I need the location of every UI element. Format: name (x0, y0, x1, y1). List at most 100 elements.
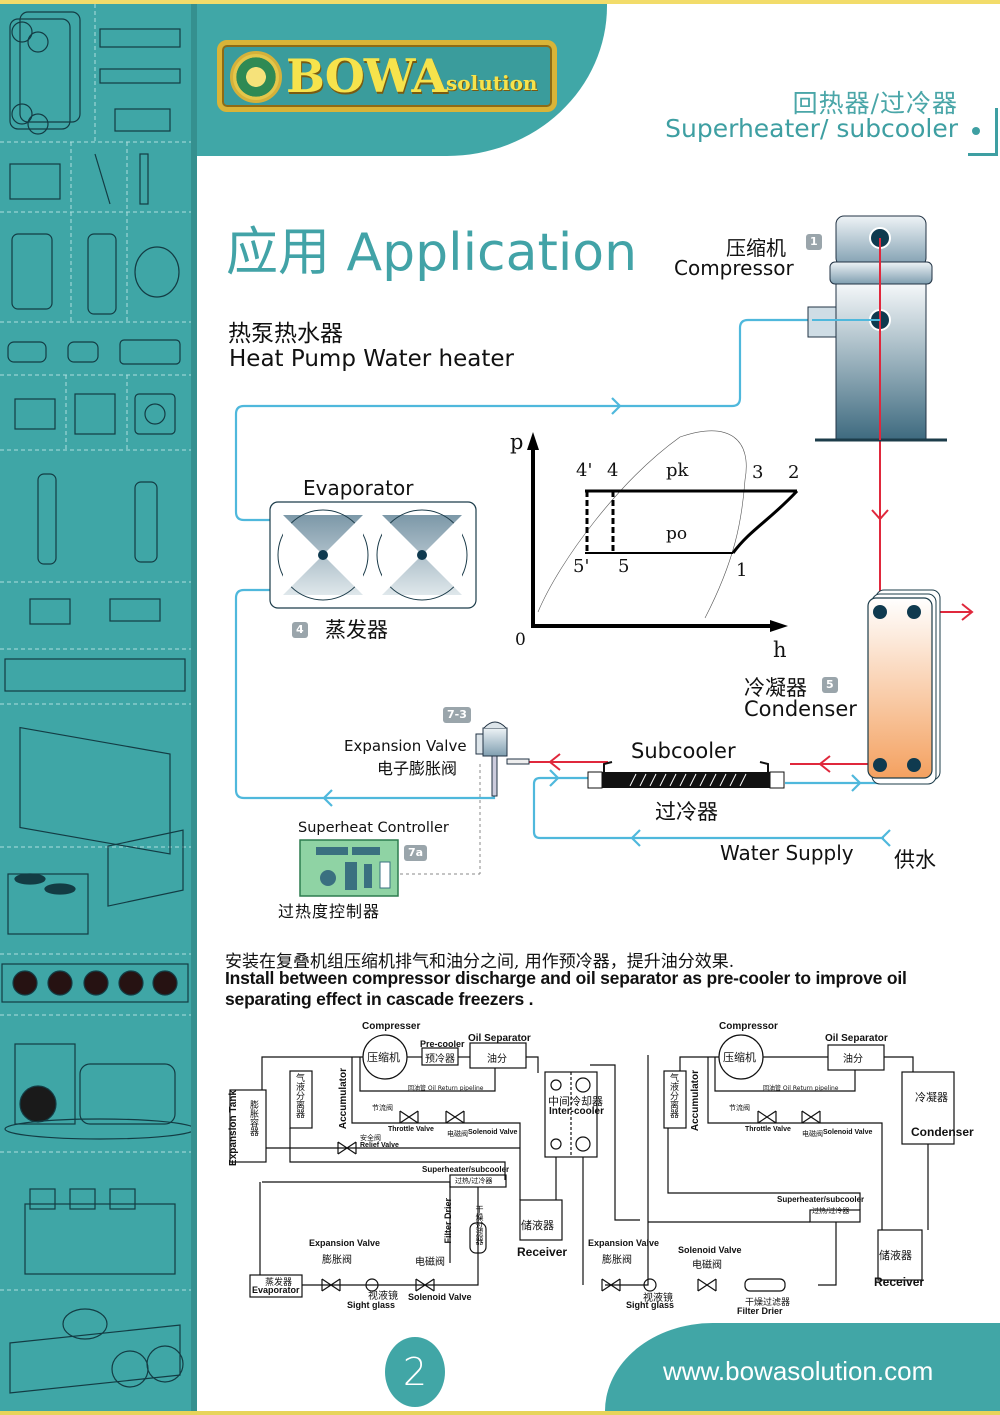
sch-left-solenoid-top-en: Solenoid Valve (468, 1129, 518, 1136)
condenser-label-en: Condenser (744, 697, 857, 721)
sch-left-superheater-cn: 过热/过冷器 (455, 1177, 493, 1185)
sch-right-compressor-en: Compressor (719, 1021, 778, 1032)
sch-left-accumulator-cn: 气液分离器 (294, 1073, 304, 1118)
sch-right-receiver-en: Receiver (874, 1275, 925, 1289)
sch-right-accumulator-cn: 气液分离器 (668, 1073, 678, 1118)
top-accent-bar (0, 0, 1000, 4)
sch-left-expansion-tank-cn: 膨胀容器 (248, 1100, 258, 1136)
page-number: 2 (385, 1337, 445, 1407)
ph-point-3: 3 (752, 462, 764, 483)
ph-label-po: po (666, 524, 688, 544)
sch-left-precooler-en: Pre-cooler (420, 1039, 465, 1049)
superheat-controller-label-cn: 过热度控制器 (278, 902, 381, 921)
sch-left-intercooler-cn: 中间冷却器 (548, 1095, 603, 1108)
sch-left-solenoid-cn: 电磁阀 (415, 1257, 445, 1268)
sch-right-sight-glass-cn: 视液镜 (643, 1293, 673, 1304)
sch-left-intercooler-en: Inter-cooler (549, 1106, 605, 1117)
sch-left-evaporator-cn: 蒸发器 (265, 1278, 293, 1288)
subcooler-label-cn: 过冷器 (655, 800, 718, 824)
sch-right-expansion-valve-en: Expansion Valve (588, 1238, 660, 1248)
ph-point-2: 2 (788, 462, 800, 483)
ph-axis-x-label: h (773, 638, 787, 662)
sch-left-evaporator-en: Evaporator (252, 1285, 300, 1295)
expansion-valve-badge: 7-3 (443, 707, 471, 723)
sch-right-superheater-cn: 过热/过冷器 (812, 1207, 850, 1215)
sch-left-compressor-en: Compresser (362, 1021, 421, 1032)
footer-panel (605, 1323, 1000, 1411)
sch-right-compressor-cn: 压缩机 (723, 1051, 756, 1064)
water-supply-label-en: Water Supply (720, 841, 854, 865)
application-title-en: Heat Pump Water heater (229, 346, 514, 372)
title-bracket-decoration (968, 108, 998, 156)
title-bullet-icon (972, 127, 980, 135)
evaporator-label-cn: 蒸发器 (325, 618, 388, 642)
sch-right-filter-drier-en: Filter Drier (737, 1306, 783, 1316)
subcooler-label-en: Subcooler (631, 739, 736, 763)
compressor-label-en: Compressor (674, 256, 794, 280)
saturation-dome (537, 430, 747, 619)
ph-origin-label: 0 (515, 630, 526, 650)
condenser-label-cn: 冷凝器 (744, 676, 807, 700)
sch-right-throttle-en: Throttle Valve (745, 1126, 791, 1133)
fan-icon (376, 509, 468, 601)
evaporator-label-en: Evaporator (303, 476, 414, 500)
ph-point-1: 1 (736, 560, 748, 581)
sch-left-relief-en: Relief Valve (360, 1142, 399, 1149)
schematic-left-lines (229, 1034, 640, 1298)
sch-left-superheater-en: Superheater/subcooler (422, 1165, 510, 1174)
ph-point-4: 4 (607, 460, 619, 481)
sch-right-condenser-en: Condenser (911, 1125, 974, 1139)
sch-left-sight-glass-cn: 视液镜 (368, 1291, 398, 1302)
cascade-schematics (229, 1034, 955, 1298)
fan-icon (277, 509, 369, 601)
sch-left-accumulator-en: Accumulator (338, 1068, 349, 1130)
sch-right-accumulator-en: Accumulator (690, 1070, 701, 1132)
product-title-cn: 回热器/过冷器 (792, 89, 958, 118)
sch-left-oil-separator-cn: 油分 (487, 1054, 507, 1065)
sch-left-solenoid-en: Solenoid Valve (408, 1292, 472, 1302)
sch-right-condenser-cn: 冷凝器 (915, 1091, 948, 1104)
description-cn: 安装在复叠机组压缩机排气和油分之间, 用作预冷器，提升油分效果. (225, 952, 735, 972)
sch-right-throttle-cn: 节流阀 (729, 1104, 750, 1112)
brand-logo[interactable]: BOWA solution (217, 40, 557, 112)
superheat-controller-board (299, 764, 481, 897)
ph-axis-y-label: p (510, 430, 524, 454)
sch-left-receiver-en: Receiver (517, 1245, 568, 1259)
ph-point-5prime: 5' (573, 556, 590, 577)
sch-right-oil-separator-cn: 油分 (843, 1054, 863, 1065)
sch-left-receiver-cn: 储液器 (521, 1219, 554, 1232)
compressor-unit (807, 215, 947, 442)
logo-subtext: solution (446, 71, 538, 95)
logo-emblem-icon (230, 51, 282, 103)
superheat-controller-label-en: Superheat Controller (298, 820, 449, 836)
sch-left-relief-cn: 安全阀 (360, 1134, 381, 1142)
sch-right-oil-separator-en: Oil Separator (825, 1033, 888, 1044)
expansion-valve-unit (475, 721, 530, 797)
compressor-badge: 1 (806, 234, 822, 250)
sch-right-superheater-en: Superheater/subcooler (777, 1195, 865, 1204)
sch-left-throttle-cn: 节流阀 (372, 1104, 393, 1112)
sch-left-filter-drier-cn: 干燥过滤器 (475, 1205, 484, 1245)
sch-left-oil-separator-en: Oil Separator (468, 1033, 531, 1044)
ph-label-pk: pk (666, 460, 689, 481)
heat-pump-diagram (234, 215, 974, 897)
expansion-valve-label-cn: 电子膨胀阀 (377, 759, 458, 778)
section-title: 应用 Application (226, 223, 638, 283)
condenser-badge: 5 (822, 677, 838, 693)
sch-right-solenoid-top-cn: 电磁阀 (802, 1130, 823, 1138)
product-drawings (0, 4, 191, 1394)
website-link[interactable]: www.bowasolution.com (663, 1356, 934, 1386)
sch-right-oil-return: 回油管 Oil Return pipeline (763, 1085, 839, 1092)
ph-point-4prime: 4' (576, 460, 593, 481)
compression-line (731, 489, 799, 554)
bottom-accent-bar (0, 1411, 1000, 1415)
logo-wordmark: BOWA (286, 49, 447, 103)
sch-left-expansion-tank-en: Expansion Tank (228, 1090, 239, 1166)
sch-left-compressor-cn: 压缩机 (367, 1051, 400, 1064)
description-en: Install between compressor discharge and… (225, 968, 907, 1009)
sch-left-filter-drier-en: Filter Drier (443, 1198, 453, 1244)
application-title-cn: 热泵热水器 (228, 321, 343, 347)
water-supply-label-cn: 供水 (894, 848, 936, 872)
sch-left-sight-glass-en: Sight glass (347, 1300, 396, 1310)
sch-right-expansion-valve-cn: 膨胀阀 (602, 1255, 632, 1266)
